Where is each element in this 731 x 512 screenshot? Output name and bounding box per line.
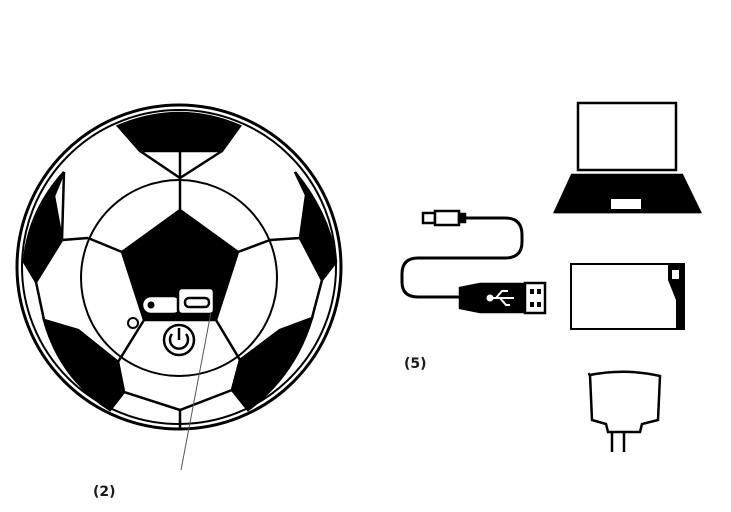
usb-cable-icon <box>400 209 547 315</box>
wall-charger-icon <box>587 370 662 452</box>
callout-label-cable: (5) <box>404 356 427 372</box>
laptop-icon <box>553 101 702 214</box>
leader-line <box>180 311 212 471</box>
callout-label-ball-port: (2) <box>93 484 116 500</box>
power-bank-icon <box>570 263 685 330</box>
soccer-ball-icon <box>15 103 343 431</box>
power-button-icon <box>162 323 196 357</box>
indicator-led-icon <box>127 317 139 329</box>
usb-port-icon <box>140 286 216 316</box>
